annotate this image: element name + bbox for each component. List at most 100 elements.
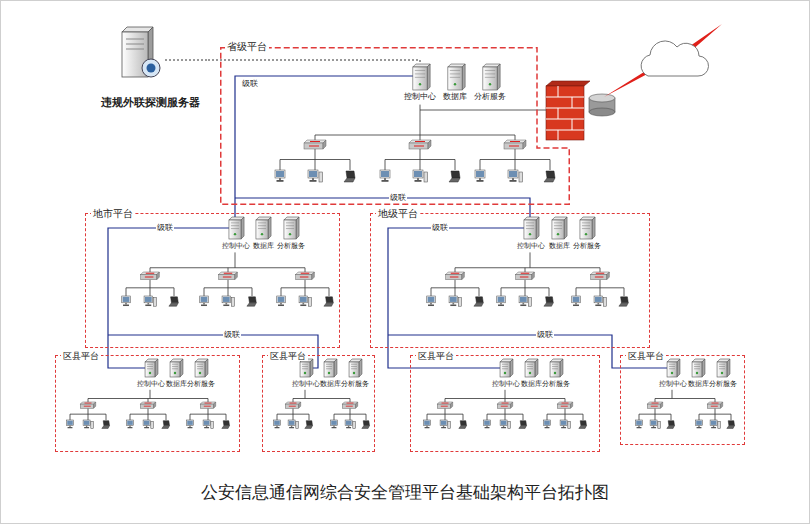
- monitor-stand: [147, 303, 149, 305]
- monitor-base: [223, 305, 229, 307]
- switch-side: [356, 402, 358, 408]
- screen: [520, 297, 527, 302]
- screen: [573, 297, 580, 302]
- laptop-icon: [169, 297, 178, 306]
- monitor-base: [428, 305, 434, 307]
- switch-icon: [296, 272, 315, 280]
- switch-side: [323, 140, 326, 149]
- laptop-screen: [520, 421, 526, 426]
- monitor-stand: [86, 426, 87, 427]
- monitor-base: [415, 180, 422, 182]
- network-wire: [699, 414, 700, 420]
- screen: [201, 297, 208, 302]
- server-icon: [552, 217, 567, 239]
- switch-arrows: [84, 403, 92, 406]
- monitor-base: [332, 427, 337, 428]
- drive-slot: [147, 368, 153, 369]
- platform-box: 地级平台控制中心数据库分析服务: [370, 213, 650, 348]
- router-base: [589, 108, 615, 116]
- drive-slot: [326, 364, 332, 365]
- network-wire: [305, 390, 306, 399]
- laptop-screen: [171, 297, 179, 303]
- network-wire: [505, 414, 506, 420]
- network-wire: [420, 160, 421, 171]
- monitor: [594, 296, 603, 303]
- server-icon: [550, 359, 563, 377]
- server-side: [427, 64, 430, 90]
- pc-tower: [603, 298, 606, 307]
- server-icon: [667, 359, 680, 377]
- network-wire: [293, 414, 294, 420]
- network-wire: [445, 408, 446, 414]
- device-label: 数据库: [443, 92, 467, 102]
- monitor-stand: [189, 426, 190, 427]
- screen: [145, 297, 152, 302]
- drive-slot: [719, 364, 725, 365]
- network-wire: [226, 414, 227, 420]
- pc-icon: [122, 296, 131, 306]
- pc-tower: [458, 298, 461, 307]
- server-side: [310, 359, 313, 377]
- network-wire: [208, 399, 209, 403]
- monitor-base: [498, 305, 504, 307]
- switch-arrows: [595, 273, 604, 277]
- pc-icon: [200, 296, 209, 306]
- detector-server-icon: [122, 27, 160, 77]
- network-wire: [350, 160, 351, 171]
- server-side: [180, 359, 183, 377]
- drive-slot: [415, 73, 425, 74]
- power-led: [419, 83, 421, 85]
- server-body: [324, 362, 334, 377]
- drive-slot: [197, 368, 203, 369]
- detector-wire: [165, 60, 208, 61]
- monitor-base: [450, 305, 456, 307]
- switch-icon: [516, 272, 535, 280]
- switch-side: [157, 272, 160, 280]
- screen: [346, 421, 352, 425]
- laptop-screen: [163, 421, 169, 426]
- power-led: [721, 372, 723, 374]
- switch-icon: [446, 272, 465, 280]
- drive-slot: [552, 366, 558, 367]
- switch-side: [571, 402, 573, 408]
- pc-tower: [658, 421, 660, 428]
- network-wire: [350, 414, 351, 420]
- switch-icon: [342, 402, 357, 408]
- server-body: [229, 220, 241, 239]
- laptop-icon: [544, 171, 555, 182]
- screen: [424, 421, 430, 425]
- server-body: [667, 362, 677, 377]
- monitor-base: [300, 305, 306, 307]
- drive-slot: [351, 368, 357, 369]
- monitor: [497, 296, 506, 303]
- laptop-screen: [476, 297, 484, 303]
- pc-icon: [484, 420, 491, 428]
- monitor-base: [275, 427, 280, 428]
- pc-icon: [331, 420, 338, 428]
- device-label: 分析服务: [341, 380, 369, 388]
- network-wire: [487, 414, 488, 420]
- drive-slot: [502, 364, 508, 365]
- server-icon: [448, 64, 465, 90]
- monitor: [380, 170, 390, 178]
- pc-icon: [594, 296, 606, 306]
- laptop-base: [305, 426, 313, 429]
- switch-icon: [409, 140, 431, 149]
- monitor: [519, 296, 528, 303]
- pc-icon: [143, 420, 153, 428]
- network-wire: [305, 288, 306, 296]
- network-wire: [385, 160, 386, 171]
- network-wire: [150, 267, 305, 268]
- monitor: [650, 420, 657, 426]
- network-wire: [150, 268, 151, 272]
- switch-icon: [591, 272, 610, 280]
- network-wire: [523, 414, 524, 420]
- drive-slot: [554, 225, 562, 226]
- monitor-base: [485, 427, 490, 428]
- network-wire: [350, 408, 351, 414]
- screen: [381, 171, 389, 177]
- laptop-icon: [474, 297, 483, 306]
- monitor-base: [289, 427, 294, 428]
- server-icon: [256, 217, 271, 239]
